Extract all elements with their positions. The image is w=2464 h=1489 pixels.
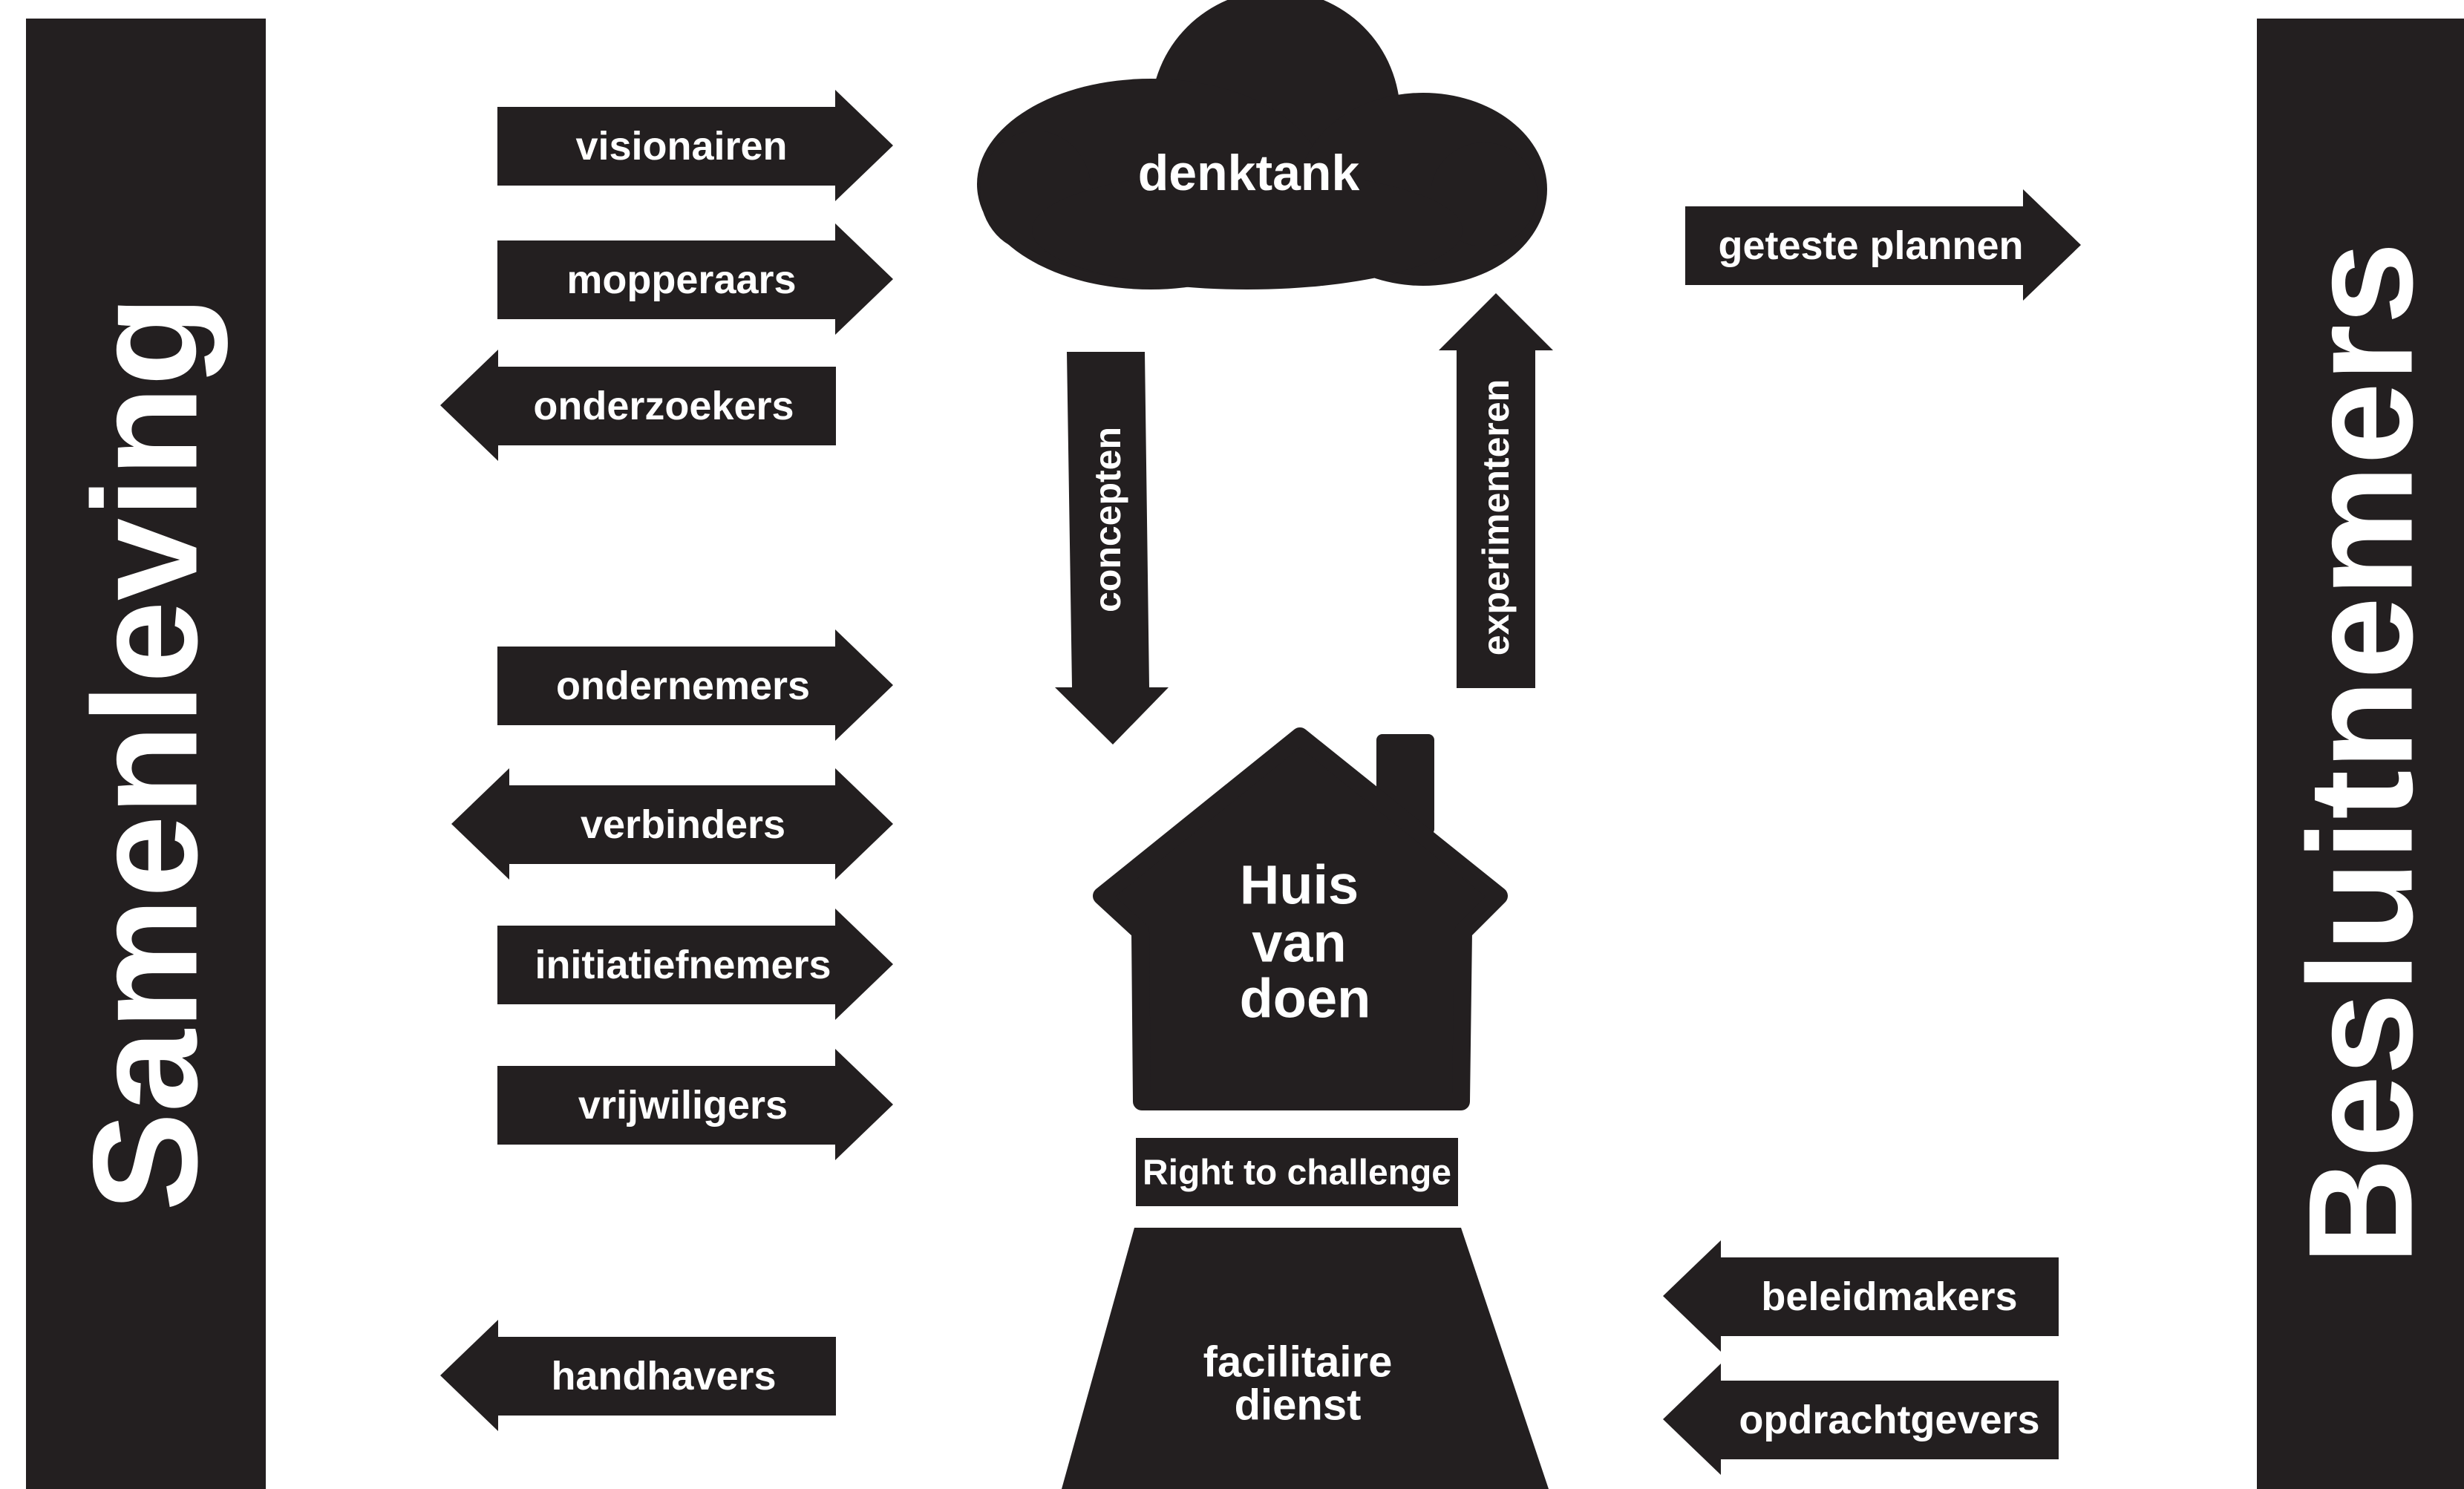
experimenteren-label: experimenteren bbox=[1475, 379, 1517, 655]
concepten-label: concepten bbox=[1087, 427, 1128, 612]
right-to-challenge-banner: Right to challenge bbox=[1136, 1138, 1458, 1206]
house-line-2: van bbox=[1252, 912, 1347, 974]
experimenteren-arrow: experimenteren bbox=[1439, 293, 1553, 688]
dienst-label: dienst bbox=[1235, 1381, 1362, 1430]
besluitnemers-label: Besluitnemers bbox=[2278, 242, 2444, 1265]
denktank-cloud: denktank bbox=[977, 0, 1547, 289]
arrow-initiatiefnemers: initiatiefnemers bbox=[497, 909, 893, 1020]
house-line-3: doen bbox=[1240, 968, 1371, 1030]
arrow-visionairen: visionairen bbox=[497, 90, 893, 201]
arrow-verbinders: verbinders bbox=[451, 768, 893, 880]
arrow-label-visionairen: visionairen bbox=[575, 124, 787, 168]
arrow-beleidmakers: beleidmakers bbox=[1663, 1240, 2059, 1352]
arrow-label-ondernemers: ondernemers bbox=[556, 664, 810, 708]
arrow-geteste-plannen: geteste plannen bbox=[1685, 189, 2081, 301]
denktank-label: denktank bbox=[1138, 145, 1360, 201]
arrow-label-verbinders: verbinders bbox=[581, 802, 785, 847]
arrow-opdrachtgevers: opdrachtgevers bbox=[1663, 1364, 2059, 1475]
besluitnemers-bar: Besluitnemers bbox=[2257, 19, 2464, 1489]
concepten-arrow: concepten bbox=[1055, 352, 1169, 744]
facilitaire-label: facilitaire bbox=[1203, 1338, 1393, 1387]
arrow-label-beleidmakers: beleidmakers bbox=[1761, 1274, 2017, 1319]
huis-van-doen-house: Huis van doen bbox=[1093, 727, 1508, 1110]
arrow-handhavers: handhavers bbox=[440, 1320, 836, 1431]
arrow-onderzoekers: onderzoekers bbox=[440, 350, 836, 461]
arrow-vrijwiligers: vrijwiligers bbox=[497, 1049, 893, 1160]
arrow-label-geteste-plannen: geteste plannen bbox=[1718, 223, 2023, 268]
samenleving-bar: Samenleving bbox=[26, 19, 266, 1489]
arrow-label-mopperaars: mopperaars bbox=[566, 258, 796, 302]
arrow-label-onderzoekers: onderzoekers bbox=[533, 384, 794, 428]
facilitaire-dienst-base: facilitaire dienst bbox=[1062, 1228, 1549, 1489]
arrow-label-initiatiefnemers: initiatiefnemers bbox=[535, 943, 831, 987]
arrow-label-vrijwiligers: vrijwiligers bbox=[578, 1083, 788, 1128]
house-line-1: Huis bbox=[1240, 854, 1359, 916]
arrow-label-opdrachtgevers: opdrachtgevers bbox=[1739, 1398, 2039, 1442]
arrow-label-handhavers: handhavers bbox=[551, 1354, 776, 1398]
arrow-mopperaars: mopperaars bbox=[497, 223, 893, 335]
arrow-ondernemers: ondernemers bbox=[497, 629, 893, 741]
right-to-challenge-label: Right to challenge bbox=[1143, 1153, 1451, 1193]
samenleving-label: Samenleving bbox=[63, 295, 229, 1211]
